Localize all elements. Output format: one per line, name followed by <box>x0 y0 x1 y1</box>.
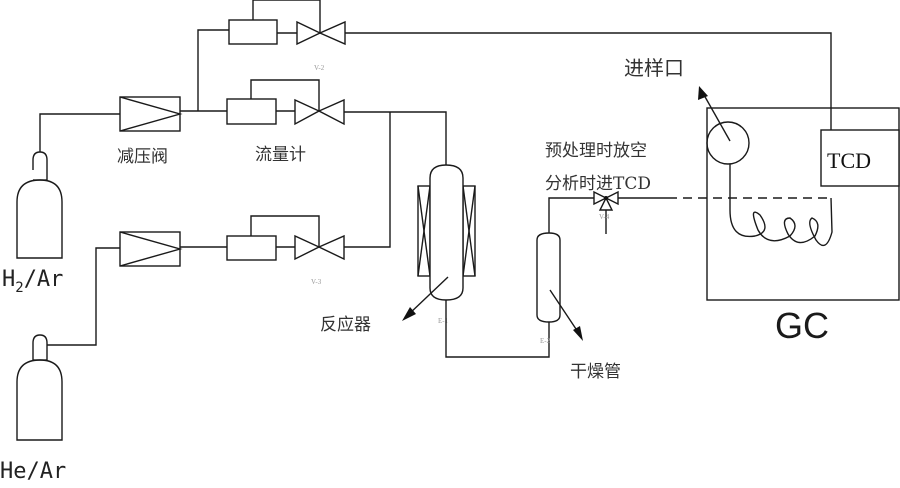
flow-meter-bottom <box>226 215 320 261</box>
pressure-reducer-1 <box>119 96 183 132</box>
tag-e2: E-2 <box>540 337 551 345</box>
label-gc: GC <box>775 305 829 346</box>
tag-v4: V-4 <box>599 213 610 221</box>
pipe-split-to-top-branch <box>197 29 229 111</box>
injection-pointer-arrow <box>698 86 731 142</box>
label-pressure-reducer: 减压阀 <box>117 147 168 167</box>
label-dryer: 干燥管 <box>570 362 621 382</box>
label-reactor: 反应器 <box>320 315 371 335</box>
label-flow-meter: 流量计 <box>255 145 306 165</box>
pipe-top-branch-to-tcd <box>345 32 832 130</box>
tag-e1: E-1 <box>438 317 449 325</box>
needle-valve-v2 <box>296 20 346 46</box>
tag-v3: V-3 <box>311 278 322 286</box>
pipe-middle-to-reactor <box>344 111 447 165</box>
note-vent-line1: 预处理时放空 <box>545 141 647 161</box>
gas-label-he-ar: He/Ar <box>0 459 66 484</box>
note-vent-line2: 分析时进TCD <box>545 174 651 194</box>
label-injection-port: 进样口 <box>624 56 684 80</box>
three-way-valve-v4 <box>593 190 619 234</box>
gc-box <box>706 107 900 301</box>
gc-column-coil <box>729 164 833 247</box>
reactor-pointer-arrow <box>402 276 449 321</box>
injection-port <box>706 121 750 165</box>
pipe-bottom-to-junction <box>344 112 391 248</box>
dryer-pointer-arrow <box>549 289 583 341</box>
pressure-reducer-2 <box>119 231 183 267</box>
gas-cylinder-h2-ar <box>16 151 63 259</box>
gas-cylinder-he-ar <box>16 334 63 441</box>
tcd-box <box>820 129 900 187</box>
flow-meter-top <box>228 0 321 45</box>
reactor-e1 <box>417 164 476 301</box>
needle-valve-v3 <box>294 234 345 261</box>
dryer-e2 <box>536 232 561 323</box>
gas-label-h2-ar: H2/Ar <box>2 267 63 296</box>
pipe-dryer-to-valve <box>548 197 594 233</box>
label-tcd: TCD <box>827 148 871 173</box>
pipe-he-to-reducer <box>47 247 120 346</box>
tag-v2: V-2 <box>314 64 325 72</box>
pipe-reactor-to-dryer <box>445 300 550 358</box>
pipe-h2-to-reducer <box>39 113 120 152</box>
needle-valve-middle <box>294 98 345 126</box>
